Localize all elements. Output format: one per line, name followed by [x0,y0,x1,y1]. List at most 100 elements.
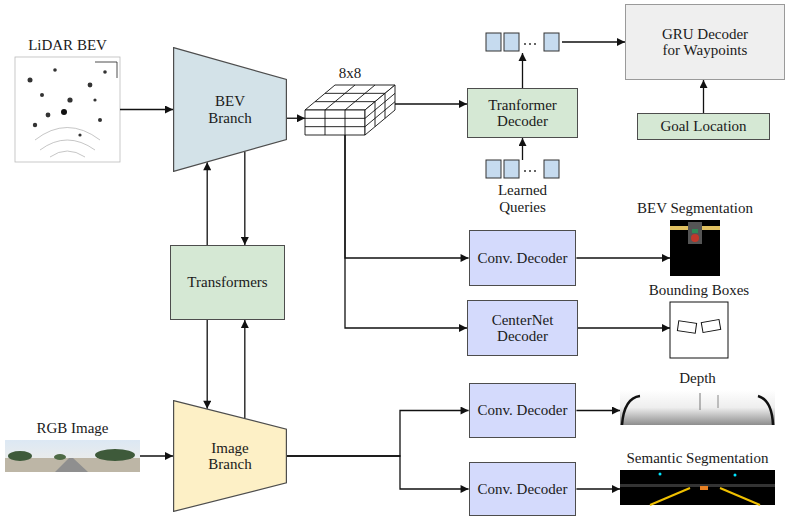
output-tokens [504,33,519,51]
bev-segmentation-image [688,222,702,244]
conv-decoder: Conv. Decoder [469,230,577,286]
rgb-input: RGB Image [5,440,140,472]
bounding-boxes-image [677,321,696,333]
transformer-decoder: Tranformer Decoder [467,88,578,138]
lidar-bev-image [78,133,81,136]
bounding-box-output: Bounding Boxes [670,302,728,358]
feature-grid [325,110,326,135]
output-tokens [519,53,527,61]
lidar-bev-image [98,118,102,122]
box-label: Image Branch [200,440,260,473]
semantic-segmentation-image [650,488,690,505]
feature-grid [325,85,355,110]
output-tokens [534,43,536,45]
figure-heading: Depth [679,370,716,387]
connector-arrow [207,320,208,409]
figure-heading: LiDAR BEV [28,37,107,54]
lidar-bev-image [15,57,120,162]
image-branch: Image Branch [173,400,287,512]
centernet-decoder: CenterNet Decoder [467,300,578,356]
lidar-bev-image [33,123,37,127]
query-tokens [486,160,501,178]
depth-image [620,390,775,425]
connector-arrow [395,103,467,104]
depth-image [700,393,701,410]
lidar-bev-image [95,62,117,78]
depth-image [718,395,719,408]
box-label: CenterNet Decoder [468,312,577,345]
feature-grid [325,93,385,94]
figure-heading: BEV Segmentation [637,200,753,217]
lidar-bev-image [50,151,85,157]
bev-segmentation-output: BEV Segmentation [670,220,720,276]
rgb-image [5,440,140,472]
transformers-box: Transformers [170,245,285,320]
query-tokens [504,160,519,178]
feature-grid [315,101,375,102]
depth-image [620,390,775,425]
lidar-bev-image [46,113,51,118]
box-label: Transformers [187,274,267,291]
lidar-bev-image [35,128,100,141]
lidar-bev-image [88,83,93,88]
depth-output: Depth [620,390,775,425]
feature-grid [305,85,395,135]
lidar-bev-image [15,57,120,162]
query-tokens [529,170,531,172]
feature-grid [365,102,395,127]
rgb-image [5,440,140,472]
query-tokens [534,170,536,172]
box-label: Conv. Decoder [478,481,568,498]
feature-grid [375,102,376,127]
connector-arrow [244,320,245,418]
connector-arrow [287,118,305,119]
bounding-boxes-image [670,302,728,358]
goal-location: Goal Location [637,113,770,140]
semantic-segmentation-image [734,474,737,477]
feature-grid [365,85,395,135]
connector-arrow [287,456,469,489]
gru-decoder: GRU Decoder for Waypoints [625,4,785,80]
lidar-bev-image [40,140,95,150]
lidar-bev-image [40,93,44,97]
feature-grid [345,110,346,135]
connector-arrow [703,80,704,113]
feature-grid [305,126,365,127]
feature-grid [305,118,365,119]
box-label: Conv. Decoder [478,402,568,419]
bounding-boxes-image [701,320,720,333]
connector-arrow [345,135,467,328]
output-tokens [483,31,562,61]
figure-heading: Bounding Boxes [649,282,749,299]
feature-grid [385,93,386,118]
conv-decoder: Conv. Decoder [469,383,577,438]
lidar-bev-image [103,70,107,74]
connector-arrow [522,138,523,160]
figure-heading: Semantic Segmentation [626,450,768,467]
semantic-segmentation-image [620,470,775,505]
output-tokens [529,43,531,45]
connector-arrow [576,257,670,258]
bev-branch: BEV Branch [173,47,287,172]
feature-grid: 8x8 [305,85,395,135]
output-tokens [544,33,559,51]
box-label: Goal Location [660,118,746,135]
connector-arrow [140,455,173,456]
connector-arrow [345,135,469,258]
lidar-bev-image [28,78,33,83]
box-label: GRU Decoder for Waypoints [658,26,753,59]
figure-heading: 8x8 [339,65,362,82]
connector-arrow [576,410,620,411]
feature-grid [305,110,365,135]
query-tokens [544,160,559,178]
lidar-bev-image [61,109,67,115]
trapezoid-shape [174,401,287,512]
connector-arrow [578,327,670,328]
semantic-segmentation-image [620,470,775,505]
bev-segmentation-image [691,234,699,242]
conv-decoder: Conv. Decoder [469,462,577,516]
lidar-bev-image [93,98,96,101]
rgb-image [95,449,135,461]
output-tokens [486,33,501,51]
